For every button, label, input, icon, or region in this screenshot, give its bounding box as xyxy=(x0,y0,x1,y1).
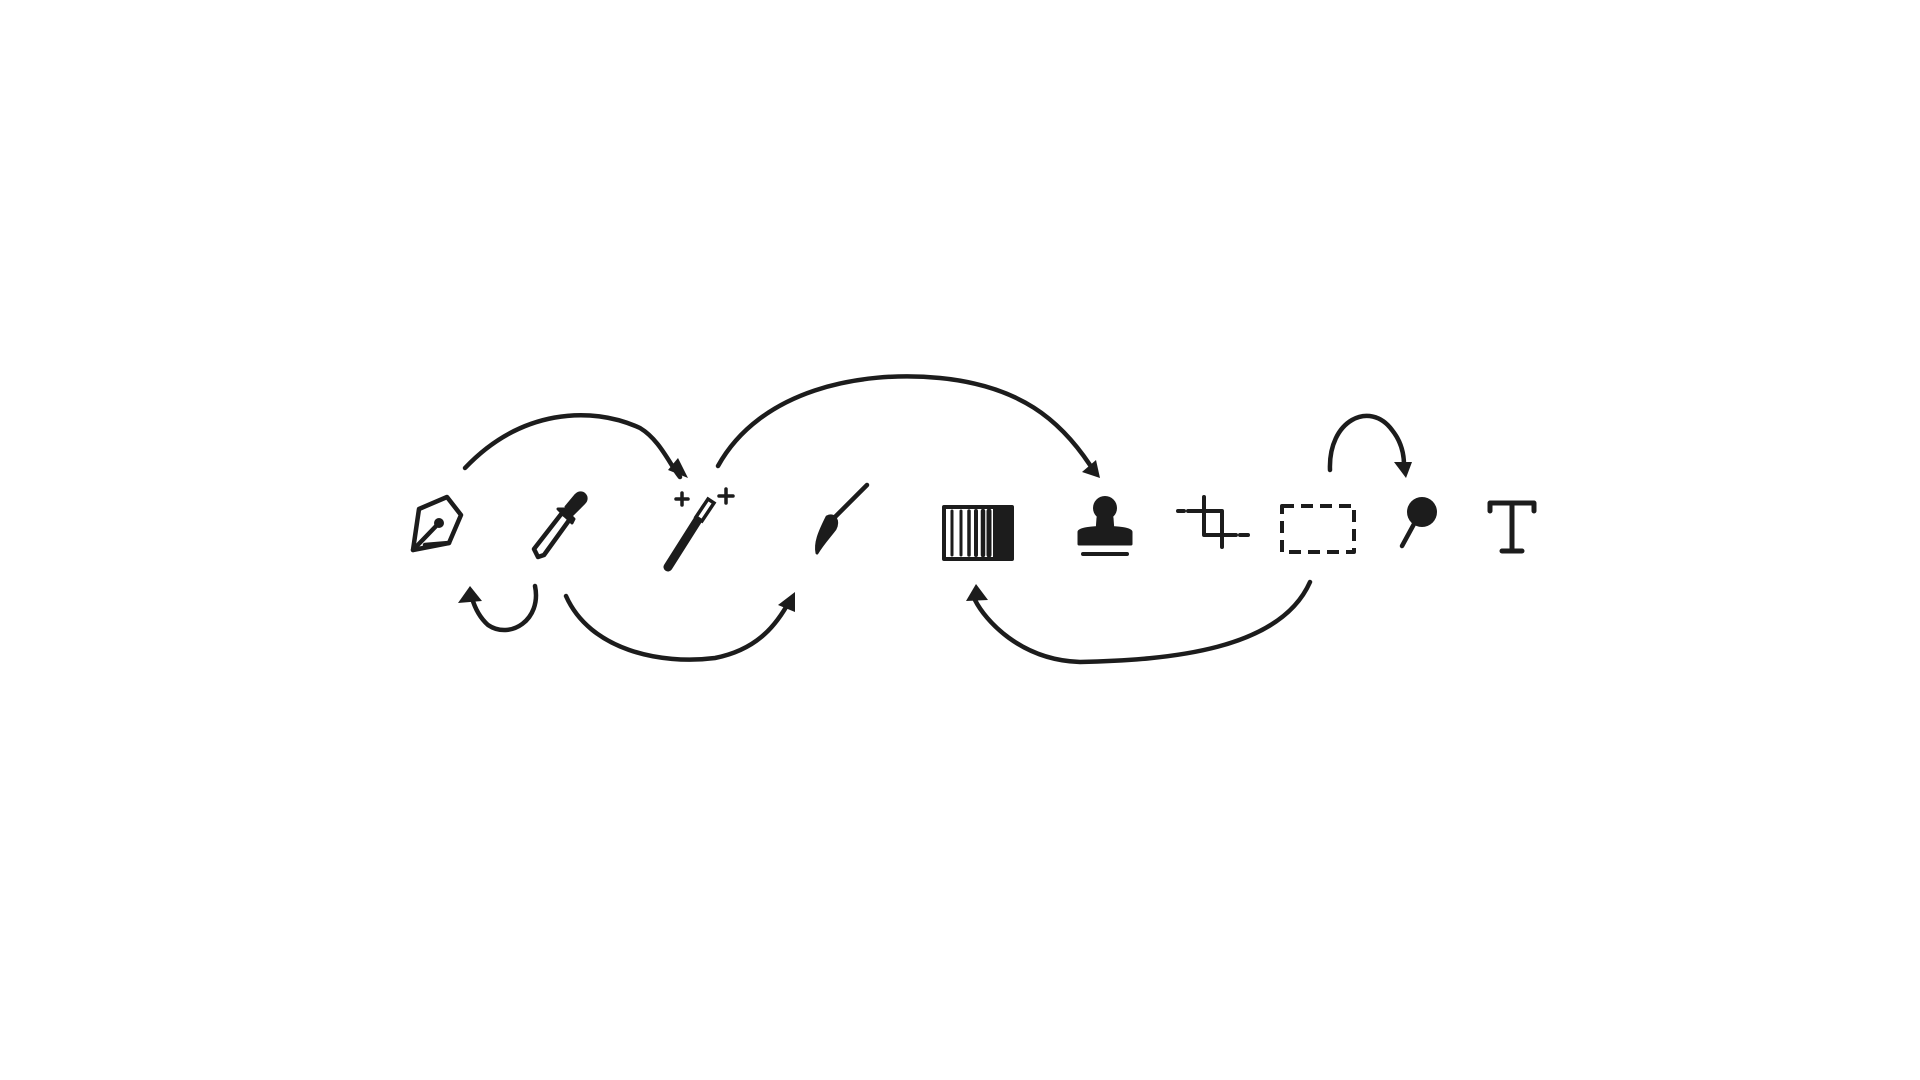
gradient-icon xyxy=(942,505,1014,561)
arrowhead-pen-to-wand xyxy=(668,458,688,478)
arrowhead-marquee-to-gradient xyxy=(966,584,988,601)
type-tool-icon xyxy=(1487,500,1537,554)
arrowhead-wand-to-stamp xyxy=(1082,460,1100,478)
arrow-dropper-to-brush xyxy=(563,593,793,662)
stamp-icon xyxy=(1077,496,1133,556)
arrowhead-marquee-to-pin xyxy=(1394,462,1412,478)
marquee-selection-icon xyxy=(1280,504,1356,554)
pin-icon xyxy=(1399,497,1437,549)
magic-wand-icon xyxy=(663,487,735,572)
brush-icon xyxy=(815,482,870,555)
arrow-marquee-to-gradient xyxy=(972,579,1313,665)
pen-tool-icon xyxy=(410,494,464,553)
eyedropper-icon xyxy=(531,491,588,560)
arrow-wand-to-stamp xyxy=(715,374,1093,469)
arrowhead-dropper-to-pen xyxy=(458,586,482,603)
crop-icon xyxy=(1176,495,1250,549)
arrowhead-dropper-to-brush xyxy=(778,592,795,612)
arrow-pen-to-wand xyxy=(462,413,683,480)
arrow-dropper-to-pen xyxy=(469,583,539,633)
arrow-marquee-to-pin xyxy=(1327,413,1407,473)
